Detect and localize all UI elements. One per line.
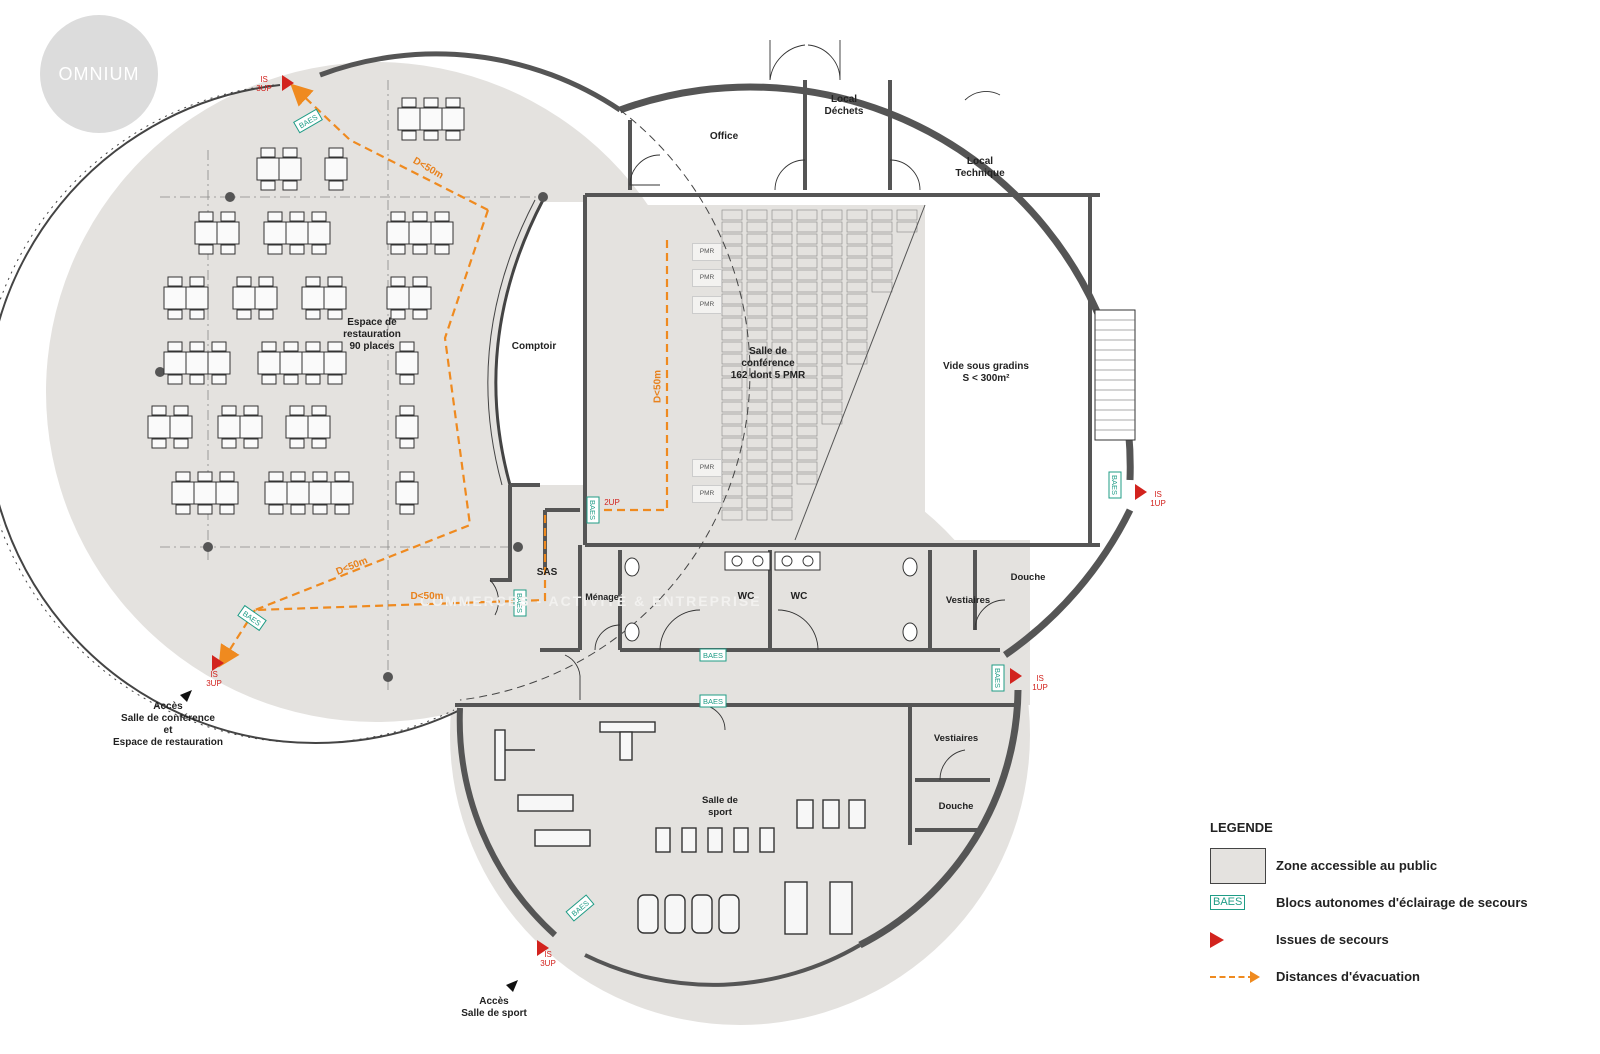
baes-label: BAES — [588, 500, 597, 520]
room-wc-1: WC — [737, 591, 755, 602]
baes-block: BAES — [513, 589, 527, 617]
evac-distance-4: D<50m — [652, 369, 664, 404]
sport-walls — [456, 689, 1022, 987]
conference-seating — [721, 204, 926, 541]
access-arrows — [180, 690, 518, 992]
legend-item-evacuation: Distances d'évacuation — [1210, 958, 1580, 995]
baes-label: BAES — [1110, 475, 1119, 495]
sport-equipment — [494, 721, 866, 935]
restaurant-tables — [147, 97, 465, 515]
room-sas: SAS — [536, 567, 558, 578]
watermark-text: COMMERCES - ACTIVITÉ & ENTREPRISE — [420, 593, 762, 609]
baes-label: BAES — [515, 593, 524, 613]
pmr-seat-4: PMR — [692, 459, 722, 477]
main-building-walls — [583, 40, 1136, 658]
baes-block: BAES — [991, 664, 1005, 692]
room-douche-2: Douche — [938, 801, 974, 812]
room-comptoir: Comptoir — [511, 341, 557, 352]
evac-arrow-icon — [1210, 970, 1260, 983]
legend-item-exit: Issues de secours — [1210, 921, 1580, 958]
pmr-seat-3: PMR — [692, 296, 722, 314]
omnium-logo: OMNIUM — [40, 15, 158, 133]
room-vestiaires-1: Vestiaires — [945, 595, 991, 606]
baes-label: BAES — [993, 668, 1002, 688]
baes-block: BAES — [586, 496, 600, 524]
exit-label-6: 2UP — [604, 498, 620, 507]
legend: LEGENDE Zone accessible au public BAES B… — [1210, 820, 1580, 995]
lower-block-walls — [455, 483, 1020, 845]
legend-item-public-zone: Zone accessible au public — [1210, 847, 1580, 884]
room-menage: Ménage — [585, 592, 619, 602]
room-douche-1: Douche — [1010, 572, 1046, 583]
baes-block: BAES — [1108, 471, 1122, 499]
evac-distance-3: D<50m — [410, 591, 444, 602]
emergency-exits — [212, 75, 1147, 956]
exit-triangle-icon — [1210, 931, 1224, 948]
logo-text: OMNIUM — [58, 63, 140, 84]
baes-block: BAES — [699, 648, 727, 662]
evacuation-paths — [218, 83, 669, 668]
room-office: Office — [709, 131, 739, 142]
baes-block: BAES — [699, 694, 727, 708]
baes-icon: BAES — [1210, 895, 1246, 910]
baes-label: BAES — [703, 697, 723, 706]
room-vestiaires-2: Vestiaires — [933, 733, 979, 744]
pmr-seat-1: PMR — [692, 243, 722, 261]
public-zone-swatch — [1210, 847, 1266, 884]
legend-item-baes: BAES Blocs autonomes d'éclairage de seco… — [1210, 884, 1580, 921]
pmr-seat-2: PMR — [692, 269, 722, 287]
restaurant-walls — [0, 51, 751, 745]
baes-label: BAES — [703, 651, 723, 660]
baes-block: BAES — [237, 604, 267, 632]
legend-title: LEGENDE — [1210, 820, 1273, 835]
pmr-seat-5: PMR — [692, 485, 722, 503]
room-wc-2: WC — [790, 591, 808, 602]
